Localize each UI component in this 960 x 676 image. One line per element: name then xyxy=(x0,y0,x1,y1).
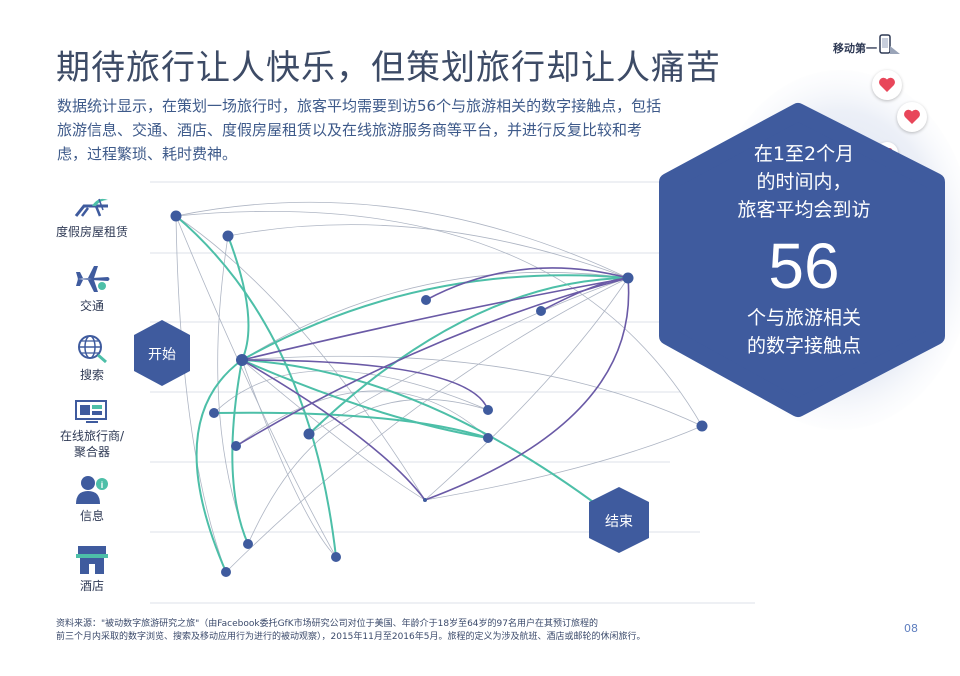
category-label: 信息 xyxy=(79,509,104,523)
intro-paragraph: 数据统计显示，在策划一场旅行时，旅客平均需要到访56个与旅游相关的数字接触点，包… xyxy=(57,97,662,163)
airplane-icon xyxy=(76,266,110,292)
stat-hexagon xyxy=(659,103,945,417)
heart-icon xyxy=(897,102,927,132)
category-vacation-rental: 度假房屋租赁 xyxy=(44,196,140,240)
person-info-icon: i xyxy=(76,476,108,504)
stat-line5: 的数字接触点 xyxy=(746,335,861,357)
teal-curves xyxy=(175,215,629,573)
category-transport: 交通 xyxy=(44,264,140,314)
category-label: 度假房屋租赁 xyxy=(55,225,128,239)
touchpoint-nodes xyxy=(170,210,708,577)
heart-icon xyxy=(872,70,902,100)
hotel-icon xyxy=(76,546,108,574)
beach-chair-icon xyxy=(74,198,108,217)
stat-number: 56 xyxy=(768,230,840,302)
phone-icon xyxy=(876,34,902,56)
stat-line4: 个与旅游相关 xyxy=(746,307,861,329)
gray-arcs xyxy=(175,201,703,573)
end-hexagon xyxy=(589,487,649,553)
source-line: 资料来源："被动数字旅游研究之旅"（由Facebook委托GfK市场研究公司对位… xyxy=(56,619,598,629)
stat-block: 在1至2个月 的时间内， 旅客平均会到访 56 个与旅游相关 的数字接触点 xyxy=(678,140,930,360)
category-label: 交通 xyxy=(79,299,104,313)
stat-line3: 旅客平均会到访 xyxy=(737,199,871,221)
globe-search-icon xyxy=(78,335,107,363)
stat-line2: 的时间内， xyxy=(756,171,852,193)
start-hexagon xyxy=(134,320,190,386)
category-hotel: 酒店 xyxy=(44,544,140,594)
page-title: 期待旅行让人快乐，但策划旅行却让人痛苦 xyxy=(56,48,721,88)
category-info: i 信息 xyxy=(44,474,140,524)
monitor-icon xyxy=(75,400,107,423)
end-label: 结束 xyxy=(605,514,633,530)
category-search: 搜索 xyxy=(44,333,140,383)
source-note: 资料来源："被动数字旅游研究之旅"（由Facebook委托GfK市场研究公司对位… xyxy=(56,618,876,644)
row-separators xyxy=(150,181,755,604)
category-label: 在线旅行商/ 聚合器 xyxy=(59,429,125,459)
category-label: 搜索 xyxy=(79,368,104,382)
category-label: 酒店 xyxy=(79,579,104,593)
purple-curves xyxy=(235,267,630,501)
stat-line1: 在1至2个月 xyxy=(753,143,855,165)
source-line: 前三个月内采取的数字浏览、搜索及移动应用行为进行的被动观察），2015年11月至… xyxy=(56,632,646,642)
svg-text:i: i xyxy=(101,480,104,490)
brand-label: 移动第一 xyxy=(833,42,877,55)
start-label: 开始 xyxy=(148,347,176,363)
page-number: 08 xyxy=(904,622,918,635)
category-ota: 在线旅行商/ 聚合器 xyxy=(44,400,140,460)
